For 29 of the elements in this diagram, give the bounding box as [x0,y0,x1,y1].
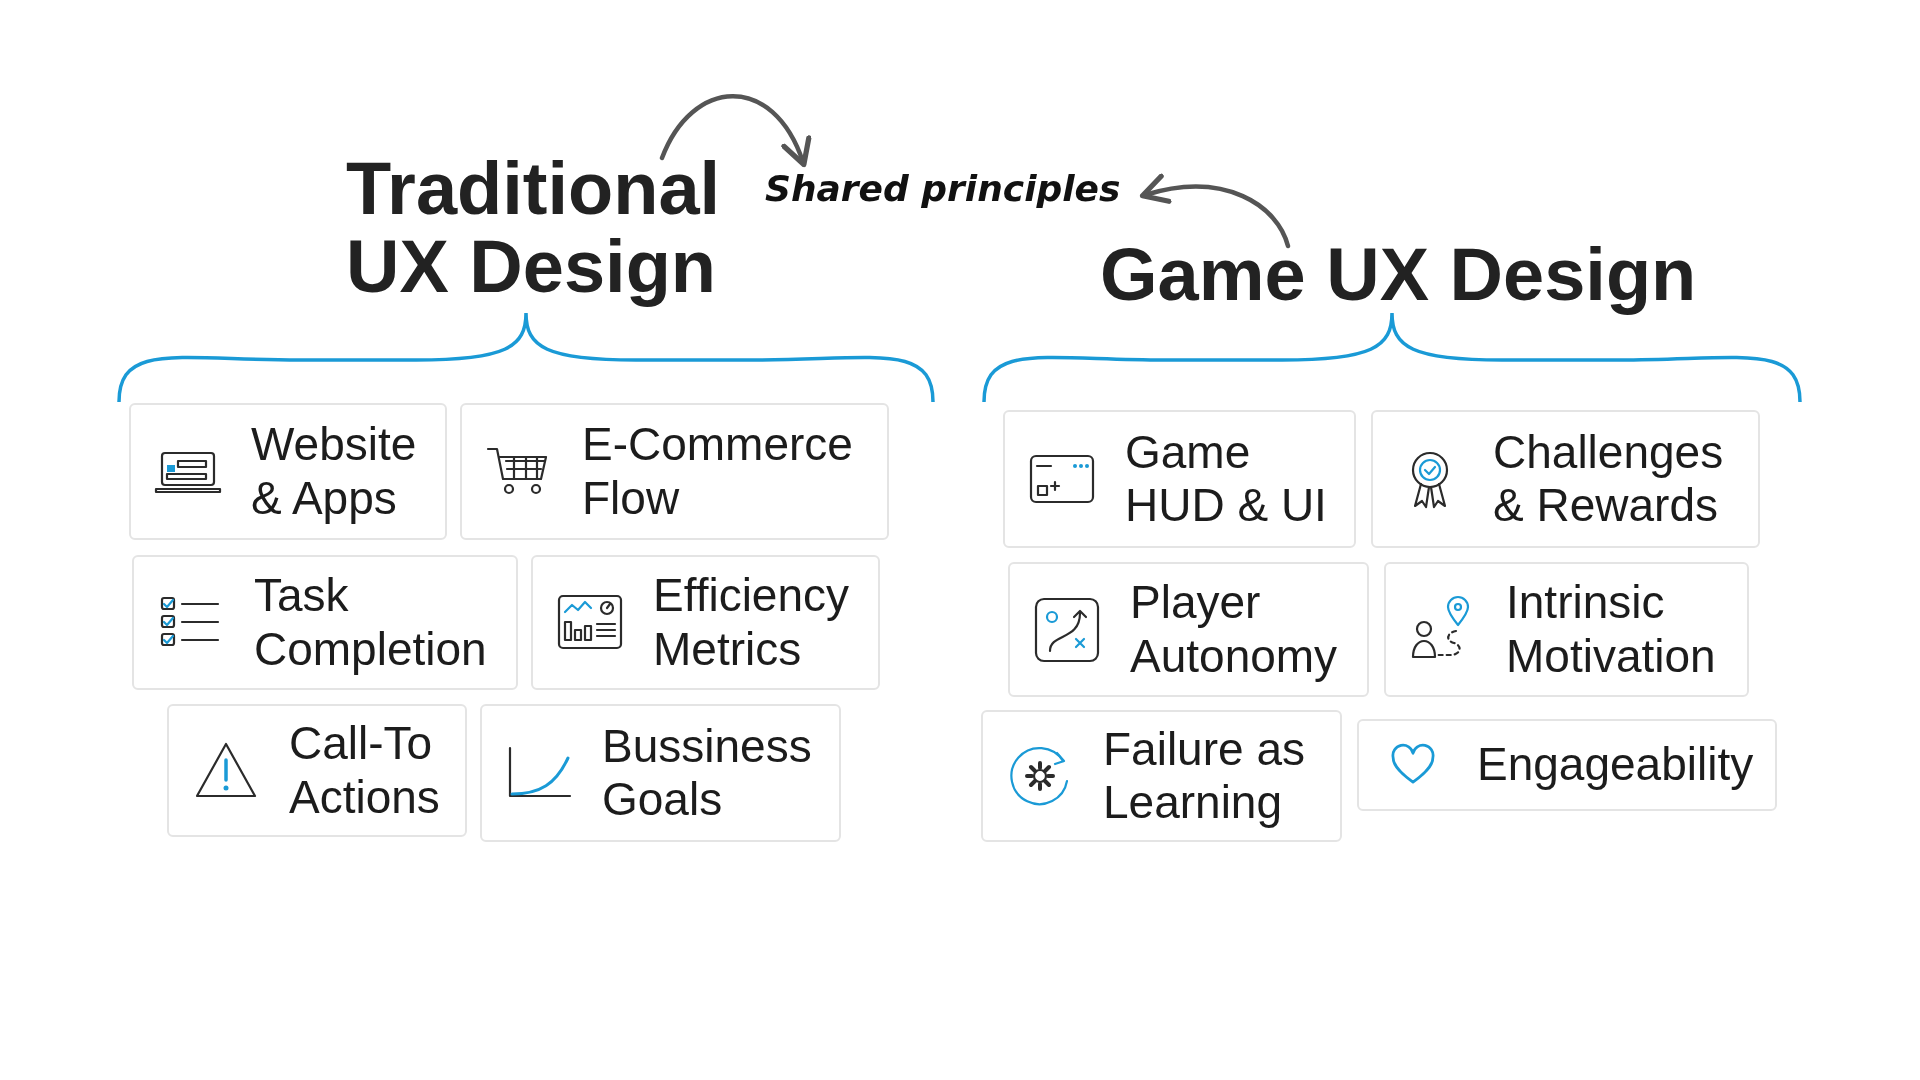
topic-card [1008,562,1369,697]
card-label: Efficiency Metrics [653,569,851,676]
card-label: Game HUD & UI [1125,425,1328,533]
topic-card [531,555,880,690]
card-label: Call-To Actions [289,717,441,824]
topic-card [981,710,1342,842]
section-heading: Traditional UX Design [346,150,746,306]
curved-arrow [1139,174,1291,249]
topic-card [460,403,889,540]
topic-card [129,403,447,540]
topic-card [1003,410,1356,548]
card-label: Player Autonomy [1130,576,1339,683]
card-label: Intrinsic Motivation [1506,576,1717,683]
section-heading: Game UX Design [1100,236,1700,314]
card-label: Task Completion [254,569,488,676]
topic-card [167,704,467,837]
topic-card [132,555,518,690]
card-label: Engageability [1477,738,1754,792]
topic-card [1371,410,1760,548]
curved-arrow [659,94,810,168]
card-label: Website & Apps [251,418,418,525]
card-label: E-Commerce Flow [582,418,854,525]
card-label: Challenges & Rewards [1493,425,1725,533]
topic-card [480,704,841,842]
card-label: Failure as Learning [1103,722,1306,830]
topic-card [1384,562,1749,697]
topic-card [1357,719,1777,811]
card-label: Bussiness Goals [602,719,813,827]
handwritten-label: Shared principles [765,168,1121,209]
